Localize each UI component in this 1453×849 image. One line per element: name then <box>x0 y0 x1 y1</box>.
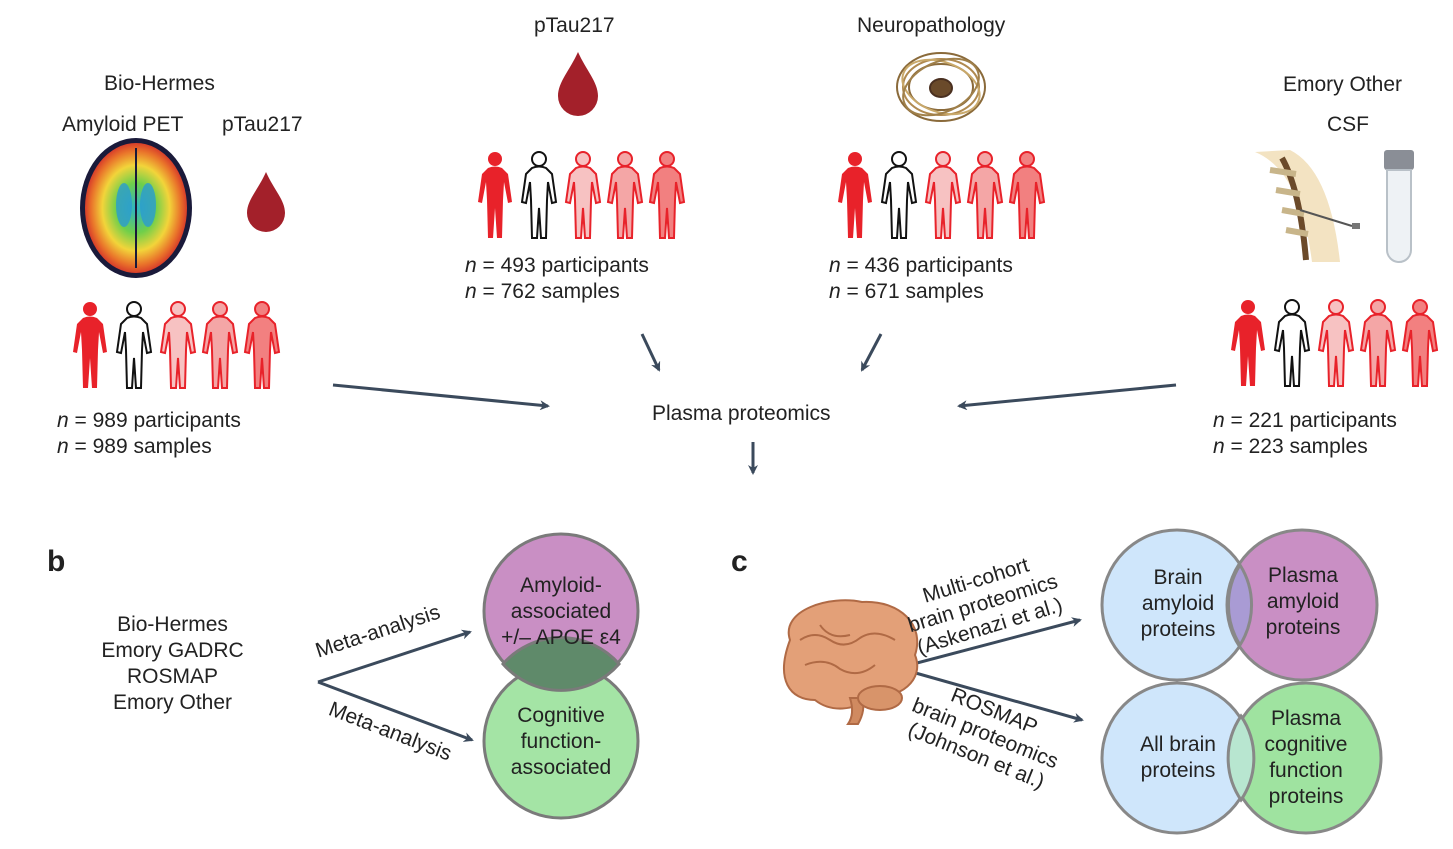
bio-hermes-title: Bio-Hermes <box>104 72 215 95</box>
panel-b-letter: b <box>47 545 66 578</box>
circle-text-line: associated <box>510 756 612 779</box>
circle-text-line: Cognitive <box>517 704 605 727</box>
venn-text-line: amyloid <box>1266 590 1340 613</box>
n-symbol: n <box>1213 409 1225 432</box>
csf-tube-icon <box>1384 150 1414 263</box>
venn1-right-label: Plasma amyloid proteins <box>1243 563 1363 641</box>
venn-text-line: Plasma <box>1267 564 1339 587</box>
panel-c-letter: c <box>731 545 748 578</box>
n-symbol: n <box>829 280 841 303</box>
cohort-list-item: Emory GADRC <box>101 639 244 662</box>
venn-text-line: function <box>1269 759 1343 782</box>
n-symbol: n <box>829 254 841 277</box>
circle-amyloid-label: Amyloid- associated +/– APOE ε4 <box>486 573 636 651</box>
emory-other-participants: = 221 participants <box>1224 409 1397 432</box>
arrow-emory-other <box>957 383 1177 411</box>
brain-icon <box>783 599 919 725</box>
venn-text-line: amyloid <box>1141 592 1215 615</box>
venn-text-line: proteins <box>1140 618 1216 641</box>
arrow-bio-hermes <box>332 383 550 411</box>
arrow-meta-top <box>317 629 472 684</box>
arrow-c-bottom <box>897 666 1084 723</box>
venn-text-line: Plasma <box>1270 707 1342 730</box>
people-group-emory-other <box>1231 299 1438 387</box>
neuro-participants: = 436 participants <box>840 254 1013 277</box>
neuropathology-tangle-icon <box>896 52 986 122</box>
venn2-left-label: All brain proteins <box>1118 732 1238 784</box>
circle-text-line: +/– APOE ε4 <box>501 626 621 649</box>
n-symbol: n <box>57 435 69 458</box>
ptau-title: pTau217 <box>534 14 615 37</box>
circle-cognitive-label: Cognitive function- associated <box>486 703 636 781</box>
cohort-list-item: ROSMAP <box>126 665 218 688</box>
ptau-participants: = 493 participants <box>476 254 649 277</box>
bio-hermes-samples: = 989 samples <box>68 435 212 458</box>
cohort-list-item: Bio-Hermes <box>117 613 228 636</box>
n-symbol: n <box>57 409 69 432</box>
venn-text-line: proteins <box>1265 616 1341 639</box>
venn-text-line: All brain <box>1140 733 1216 756</box>
arrow-c-top <box>897 617 1082 670</box>
emory-other-csf-label: CSF <box>1327 113 1369 136</box>
ptau-stats: n = 493 participants n = 762 samples <box>465 253 649 305</box>
venn1-left-label: Brain amyloid proteins <box>1118 565 1238 643</box>
circle-text-line: function- <box>520 730 602 753</box>
venn2-right-label: Plasma cognitive function proteins <box>1246 706 1366 810</box>
csf-spine-icon <box>1255 150 1360 262</box>
venn-text-line: proteins <box>1268 785 1344 808</box>
plasma-proteomics-label: Plasma proteomics <box>652 402 831 425</box>
n-symbol: n <box>465 280 477 303</box>
arrow-neuro <box>860 333 883 372</box>
emory-other-stats: n = 221 participants n = 223 samples <box>1213 408 1397 460</box>
panel-b-cohort-list: Bio-Hermes Emory GADRC ROSMAP Emory Othe… <box>95 612 250 716</box>
emory-other-samples: = 223 samples <box>1224 435 1368 458</box>
circle-text-line: associated <box>510 600 612 623</box>
venn-text-line: proteins <box>1140 759 1216 782</box>
circle-text-line: Amyloid- <box>520 574 602 597</box>
venn1-overlap <box>1226 562 1254 648</box>
cohort-list-item: Emory Other <box>112 691 233 714</box>
people-group-bio-hermes <box>73 301 280 389</box>
blood-drop-icon-bio-hermes <box>247 172 285 232</box>
blood-drop-icon-ptau <box>558 52 598 116</box>
neuro-samples: = 671 samples <box>840 280 984 303</box>
circle-overlap <box>501 636 621 692</box>
arrow-ptau <box>640 333 661 372</box>
people-group-ptau <box>478 151 685 239</box>
n-symbol: n <box>465 254 477 277</box>
arrow-meta-bottom <box>317 680 474 742</box>
bio-hermes-ptau-label: pTau217 <box>222 113 303 136</box>
bio-hermes-stats: n = 989 participants n = 989 samples <box>57 408 241 460</box>
n-symbol: n <box>1213 435 1225 458</box>
people-group-neuro <box>838 151 1045 239</box>
amyloid-pet-brain-icon <box>80 138 192 278</box>
venn2-overlap <box>1226 713 1256 803</box>
venn-text-line: cognitive <box>1264 733 1348 756</box>
ptau-samples: = 762 samples <box>476 280 620 303</box>
emory-other-title: Emory Other <box>1283 73 1403 96</box>
bio-hermes-amyloid-label: Amyloid PET <box>62 113 184 136</box>
venn-text-line: Brain <box>1153 566 1203 589</box>
neuro-title: Neuropathology <box>857 14 1006 37</box>
bio-hermes-participants: = 989 participants <box>68 409 241 432</box>
neuro-stats: n = 436 participants n = 671 samples <box>829 253 1013 305</box>
